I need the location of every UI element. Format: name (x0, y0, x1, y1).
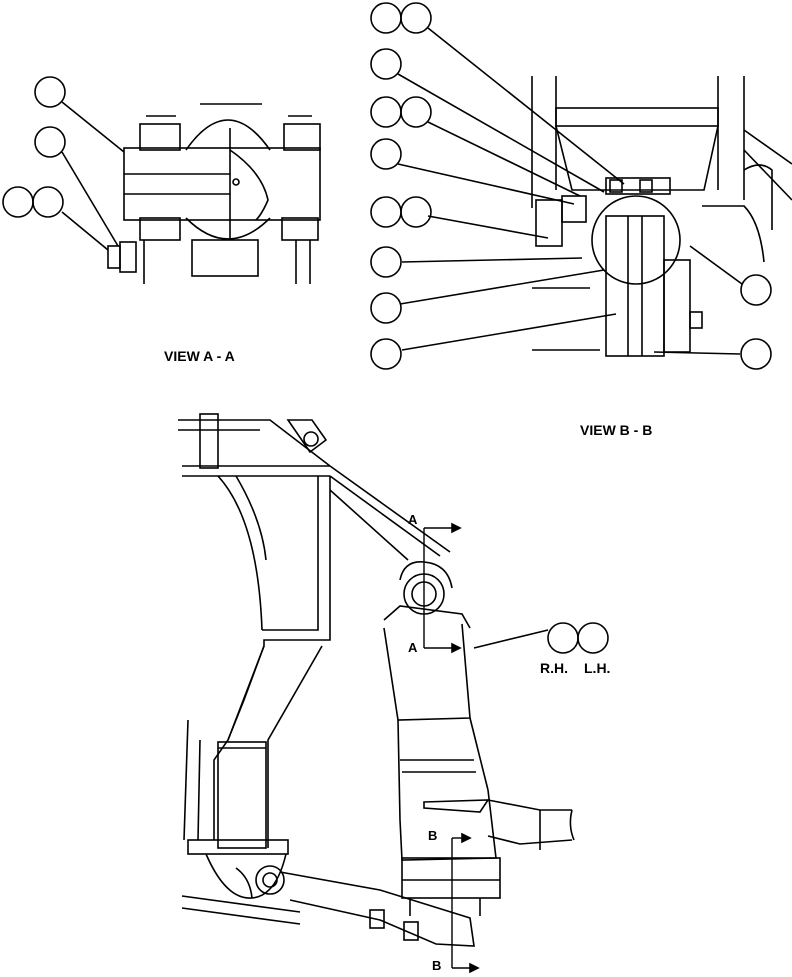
section-marker-b-top: B (428, 828, 438, 843)
callout-balloon (400, 96, 432, 128)
callout-balloon (370, 338, 402, 370)
view-b-drawing (370, 2, 792, 370)
callout-balloon (370, 2, 402, 34)
section-marker-b-bottom: B (432, 958, 442, 973)
callout-balloon (547, 622, 579, 654)
callout-balloon (400, 2, 432, 34)
callout-balloon (32, 186, 64, 218)
side-label-left: L.H. (584, 660, 611, 676)
callout-balloon (370, 96, 402, 128)
callout-balloon (34, 126, 66, 158)
callout-balloon (370, 196, 402, 228)
callout-balloon (370, 138, 402, 170)
view-a-title: VIEW A - A (164, 348, 235, 364)
side-label-right: R.H. (540, 660, 568, 676)
callout-balloon (34, 76, 66, 108)
callout-balloon (577, 622, 609, 654)
section-marker-a-bottom: A (408, 640, 418, 655)
callout-balloon (400, 196, 432, 228)
callout-balloon (370, 246, 402, 278)
callout-balloon (370, 48, 402, 80)
callout-balloon (370, 292, 402, 324)
view-b-title: VIEW B - B (580, 422, 653, 438)
callout-balloon (740, 274, 772, 306)
main-assembly-drawing (178, 413, 609, 974)
callout-balloon (2, 186, 34, 218)
section-marker-a-top: A (408, 512, 418, 527)
callout-balloon (740, 338, 772, 370)
view-a-drawing (2, 76, 321, 284)
